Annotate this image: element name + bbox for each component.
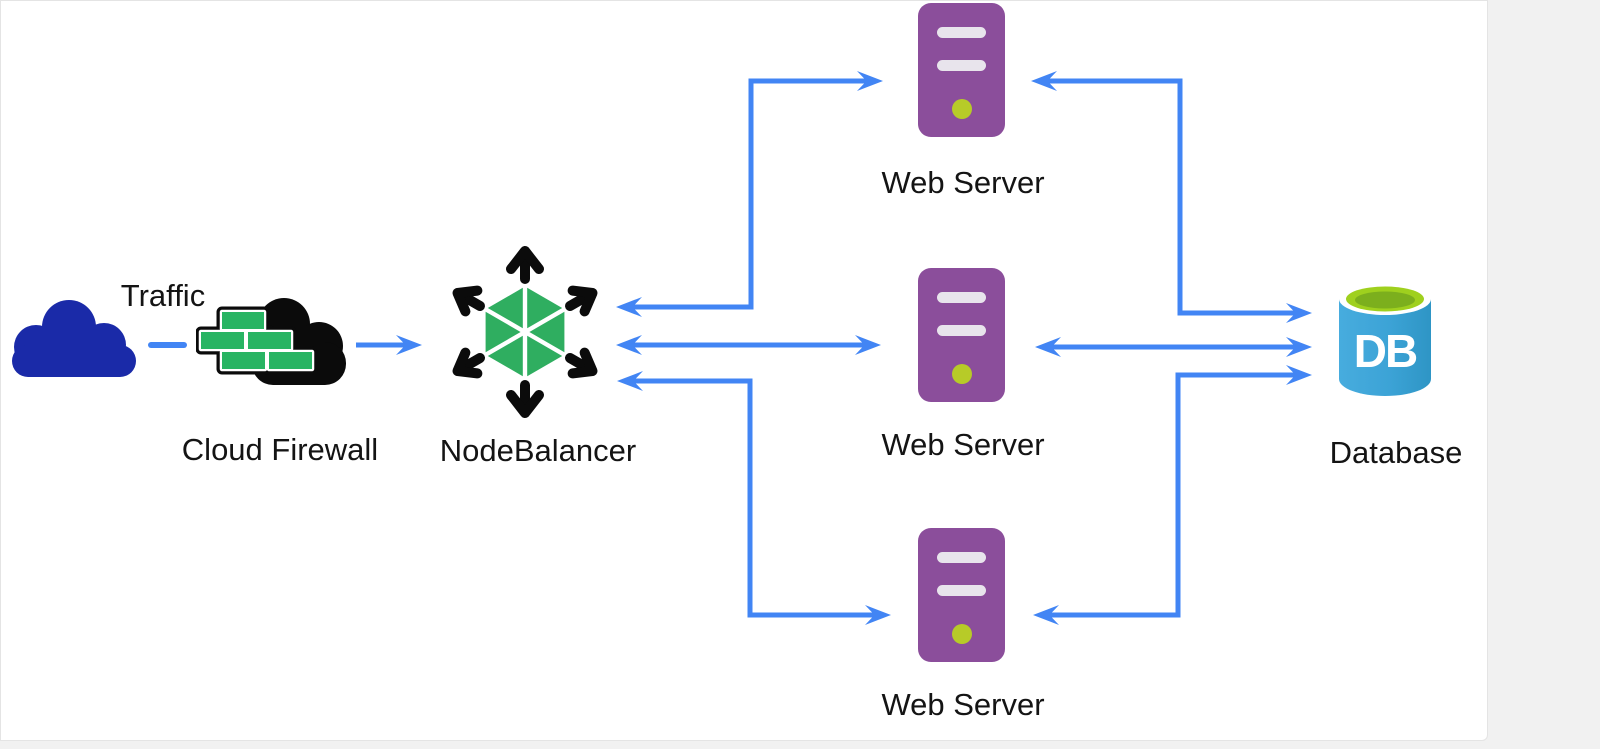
database-icon: DB [1336,275,1434,403]
connector-webserver-3-to-database [1033,365,1312,625]
nodebalancer-hexagon [485,287,565,377]
traffic-label: Traffic [120,278,206,313]
connector-nodebalancer-to-webserver-1 [616,71,883,317]
nodebalancer-arrows [452,246,598,418]
connector-webserver-2-to-database [1035,337,1312,357]
web-server-icon-2 [918,268,1005,402]
firewall-brick-wall [196,306,318,375]
connector-webserver-1-to-database [1031,71,1312,323]
web-server-icon-1 [918,3,1005,137]
web-server-icon-3 [918,528,1005,662]
cloud-firewall-icon [196,290,346,387]
traffic-cloud-icon [6,291,142,379]
web-server-label-3: Web Server [881,687,1045,722]
nodebalancer-icon [445,243,605,421]
connector-nodebalancer-to-webserver-3 [617,371,891,625]
connector-firewall-to-nodebalancer [356,335,422,355]
web-server-label-1: Web Server [881,165,1045,200]
connector-layer [148,71,1312,625]
web-server-label-2: Web Server [881,427,1045,462]
database-label: Database [1329,435,1463,470]
nodebalancer-label: NodeBalancer [439,433,637,468]
cloud-firewall-label: Cloud Firewall [181,432,379,467]
connector-nodebalancer-to-webserver-2 [616,335,881,355]
database-badge: DB [1354,325,1417,377]
